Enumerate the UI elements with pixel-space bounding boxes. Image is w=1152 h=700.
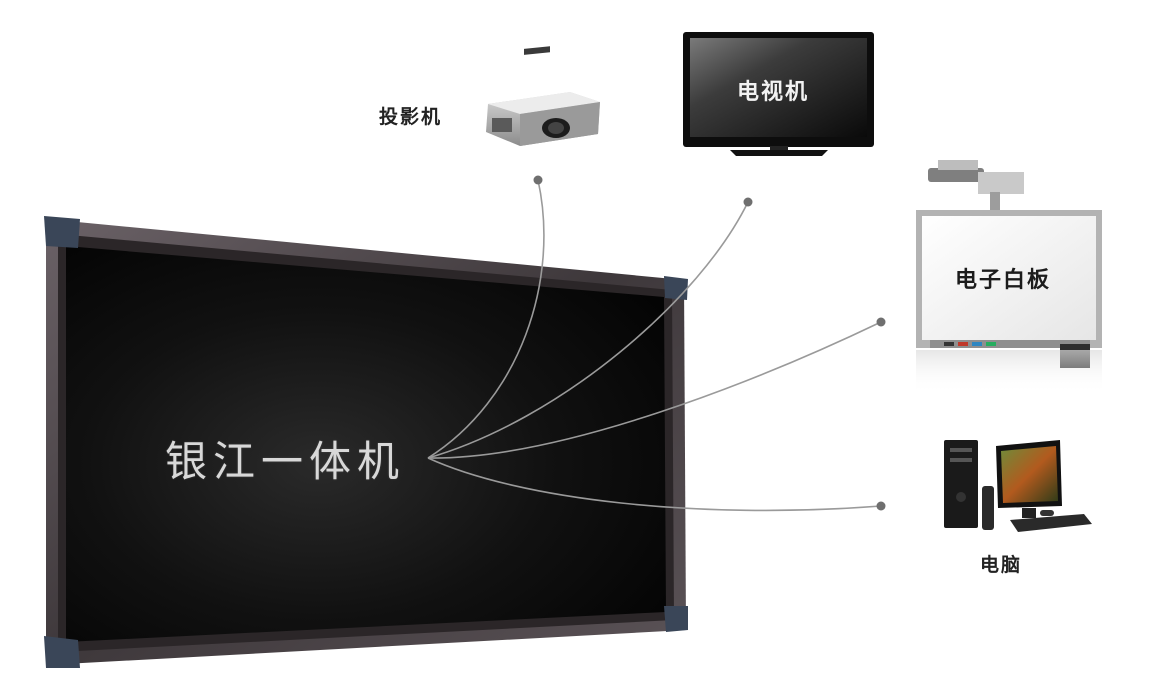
connector-dot-pc [876, 501, 886, 511]
whiteboard-image [916, 160, 1102, 394]
tv-label: 电视机 [737, 80, 810, 105]
connector-dots [533, 175, 886, 511]
main-panel-title: 银江一体机 [165, 437, 406, 486]
connector-projector [427, 179, 545, 459]
pc-image [944, 440, 1092, 532]
connector-dot-tv [743, 197, 753, 207]
pc-label: 电脑 [980, 554, 1023, 576]
connector-dot-whiteboard [876, 317, 886, 327]
connector-dot-projector [533, 175, 543, 185]
projector-label: 投影机 [379, 106, 443, 128]
connector-lines [427, 179, 882, 512]
connector-whiteboard [427, 321, 882, 459]
interactive-panel [44, 216, 688, 668]
projector-image [486, 46, 600, 146]
whiteboard-label: 电子白板 [955, 268, 1052, 293]
connector-pc [427, 457, 882, 512]
tv-image [683, 32, 874, 156]
connector-tv [427, 201, 749, 459]
